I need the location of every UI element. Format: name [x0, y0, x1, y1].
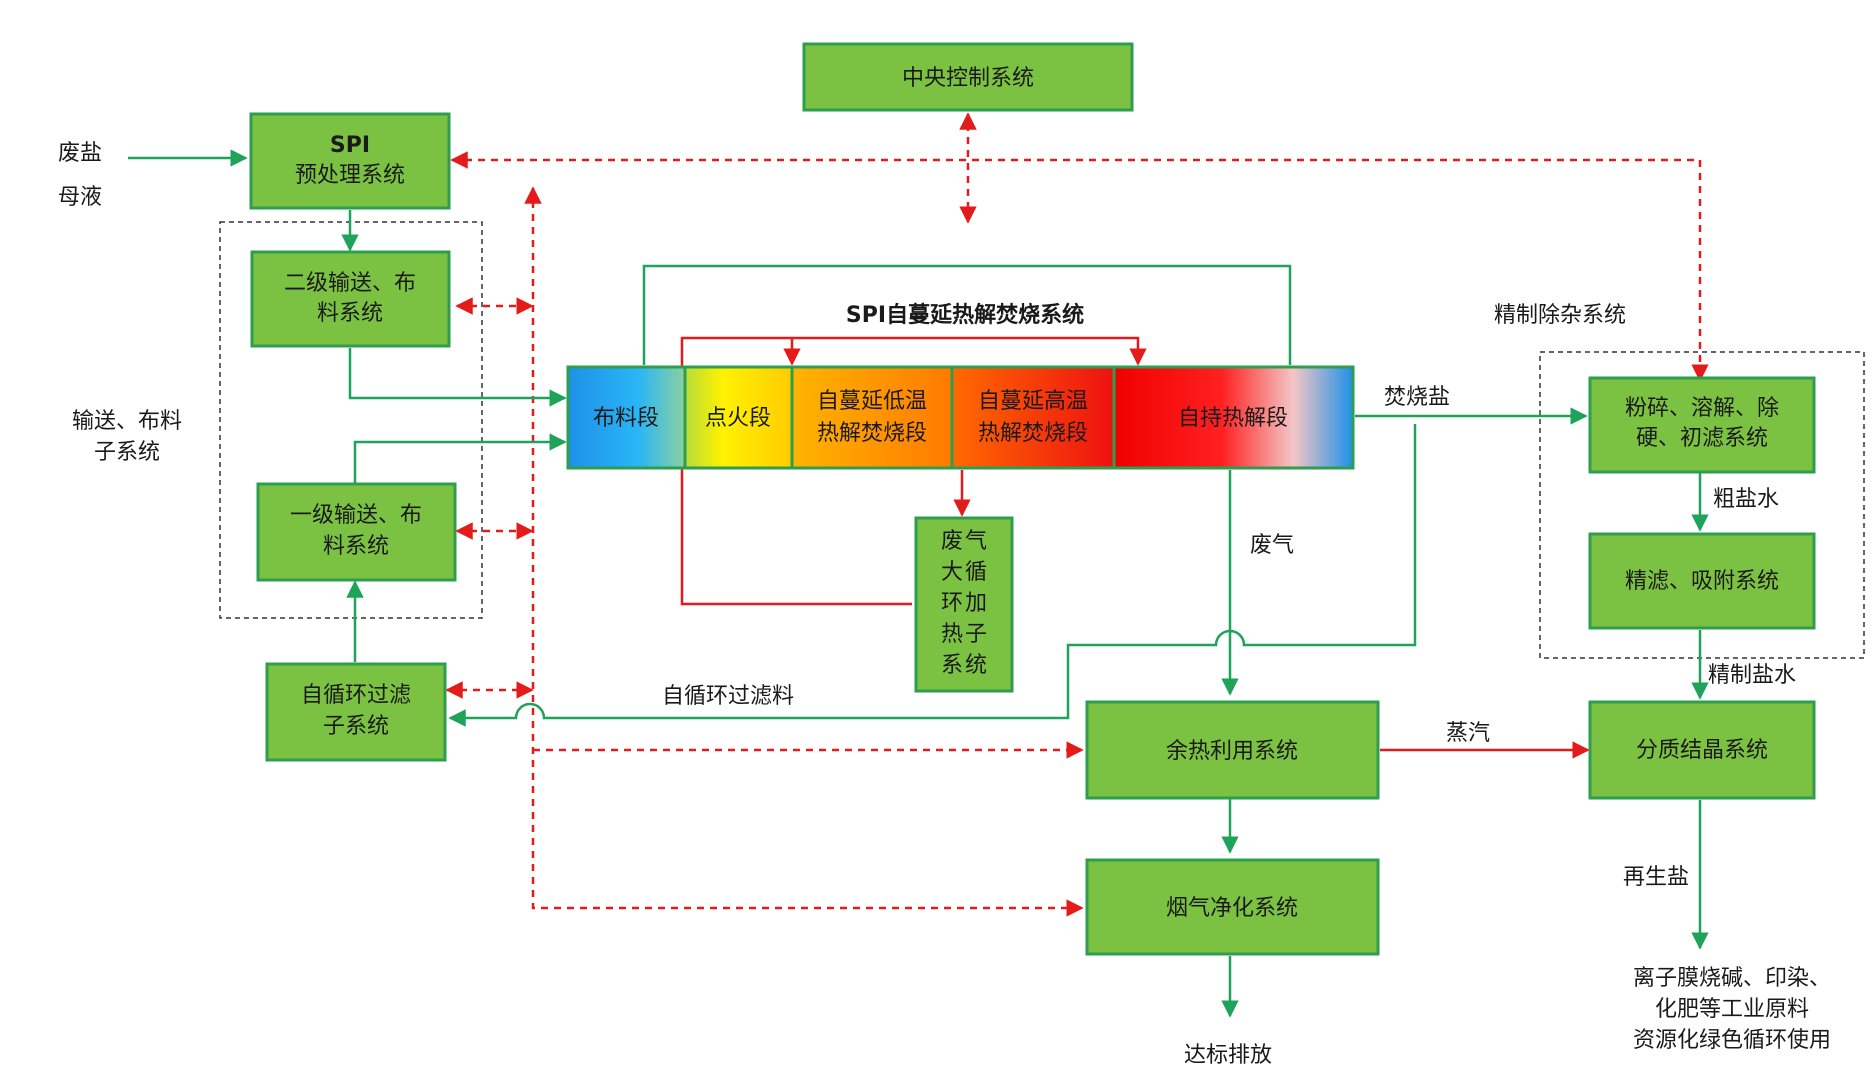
spi-system-title: SPI自蔓延热解焚烧系统 — [846, 302, 1084, 328]
segment-self-label: 自持热解段 — [1178, 406, 1288, 431]
exhaust-char-9: 系 — [941, 653, 963, 678]
segment-high-label-2: 热解焚烧段 — [978, 421, 1088, 446]
fine-filter-box — [1588, 532, 1816, 630]
fine-filter-label: 精滤、吸附系统 — [1625, 569, 1779, 594]
discharge-label: 达标排放 — [1184, 1043, 1272, 1068]
exhaust-char-8: 子 — [965, 622, 987, 647]
process-boxes — [249, 42, 1816, 956]
refined-brine-label: 精制盐水 — [1708, 663, 1796, 688]
segment-feed — [566, 365, 687, 470]
waste-salt-label: 废盐 — [58, 141, 102, 166]
central-control-label: 中央控制系统 — [902, 66, 1034, 91]
regenerated-salt-label: 再生盐 — [1623, 865, 1689, 890]
secondary-conveyor-label-1: 二级输送、布 — [284, 271, 416, 296]
mother-liquor-label: 母液 — [58, 185, 102, 210]
industrial-use-label-1: 离子膜烧碱、印染、 — [1633, 966, 1831, 991]
self-circulation-filter-label-1: 自循环过滤 — [301, 683, 411, 708]
exhaust-recirculation-label: 废 气 大 循 环 加 热 子 系 统 — [941, 529, 987, 678]
exhaust-char-6: 加 — [965, 591, 987, 616]
incinerated-salt-label: 焚烧盐 — [1384, 385, 1450, 410]
heat-recovery-box — [1085, 700, 1380, 800]
segment-low-temp — [790, 365, 954, 470]
crusher-dissolve-label-1: 粉碎、溶解、除 — [1625, 396, 1779, 421]
self-circulation-filter-box — [265, 662, 447, 762]
segment-ignite-label: 点火段 — [705, 406, 771, 431]
recirculation-lines — [680, 336, 1590, 759]
segment-low-label-2: 热解焚烧段 — [817, 421, 927, 446]
segment-feed-label: 布料段 — [593, 406, 659, 431]
exhaust-char-1: 废 — [941, 529, 963, 554]
conveying-subsystem-label-1: 输送、布料 — [72, 409, 182, 434]
conveying-subsystem-label-2: 子系统 — [94, 440, 160, 465]
segment-ignite — [683, 365, 794, 470]
segment-self-sustaining — [1112, 365, 1355, 470]
recycled-filter-material-label: 自循环过滤料 — [662, 684, 794, 709]
central-control-box — [802, 42, 1134, 112]
secondary-conveyor-box — [250, 250, 451, 348]
spi-furnace: 布料段 点火段 自蔓延低温 热解焚烧段 自蔓延高温 热解焚烧段 自持热解段 — [566, 365, 1355, 470]
control-lines — [445, 112, 1709, 917]
self-circulation-filter-label-2: 子系统 — [323, 714, 389, 739]
crusher-dissolve-label-2: 硬、初滤系统 — [1636, 426, 1768, 451]
exhaust-char-10: 统 — [965, 653, 987, 678]
spi-pretreatment-label-1: SPI — [330, 133, 370, 158]
flue-gas-cleaning-label: 烟气净化系统 — [1166, 896, 1298, 921]
crude-brine-label: 粗盐水 — [1713, 487, 1779, 512]
exhaust-char-5: 环 — [941, 591, 963, 616]
segment-low-label-1: 自蔓延低温 — [817, 389, 927, 414]
crystallization-label: 分质结晶系统 — [1636, 738, 1768, 763]
heat-recovery-label: 余热利用系统 — [1166, 739, 1298, 764]
steam-label: 蒸汽 — [1446, 721, 1490, 746]
crusher-dissolve-box — [1588, 376, 1816, 474]
segment-high-temp — [950, 365, 1116, 470]
industrial-use-label-3: 资源化绿色循环使用 — [1633, 1028, 1831, 1053]
exhaust-char-4: 循 — [965, 560, 987, 585]
exhaust-gas-label: 废气 — [1250, 533, 1294, 558]
exhaust-char-7: 热 — [941, 622, 963, 647]
primary-conveyor-label-2: 料系统 — [323, 534, 389, 559]
flow-lines — [128, 149, 1709, 1018]
crystallization-box — [1588, 700, 1816, 800]
primary-conveyor-label-1: 一级输送、布 — [290, 503, 422, 528]
flue-gas-cleaning-box — [1085, 858, 1380, 956]
spi-pretreatment-label-2: 预处理系统 — [295, 163, 405, 188]
exhaust-char-3: 大 — [941, 560, 963, 585]
exhaust-char-2: 气 — [965, 529, 987, 554]
refine-system-title: 精制除杂系统 — [1494, 303, 1626, 328]
spi-pretreatment-box — [249, 112, 451, 210]
exhaust-recirculation-box — [914, 516, 1014, 693]
segment-high-label-1: 自蔓延高温 — [978, 389, 1088, 414]
industrial-use-label-2: 化肥等工业原料 — [1655, 997, 1809, 1022]
secondary-conveyor-label-2: 料系统 — [317, 301, 383, 326]
primary-conveyor-box — [256, 482, 457, 582]
